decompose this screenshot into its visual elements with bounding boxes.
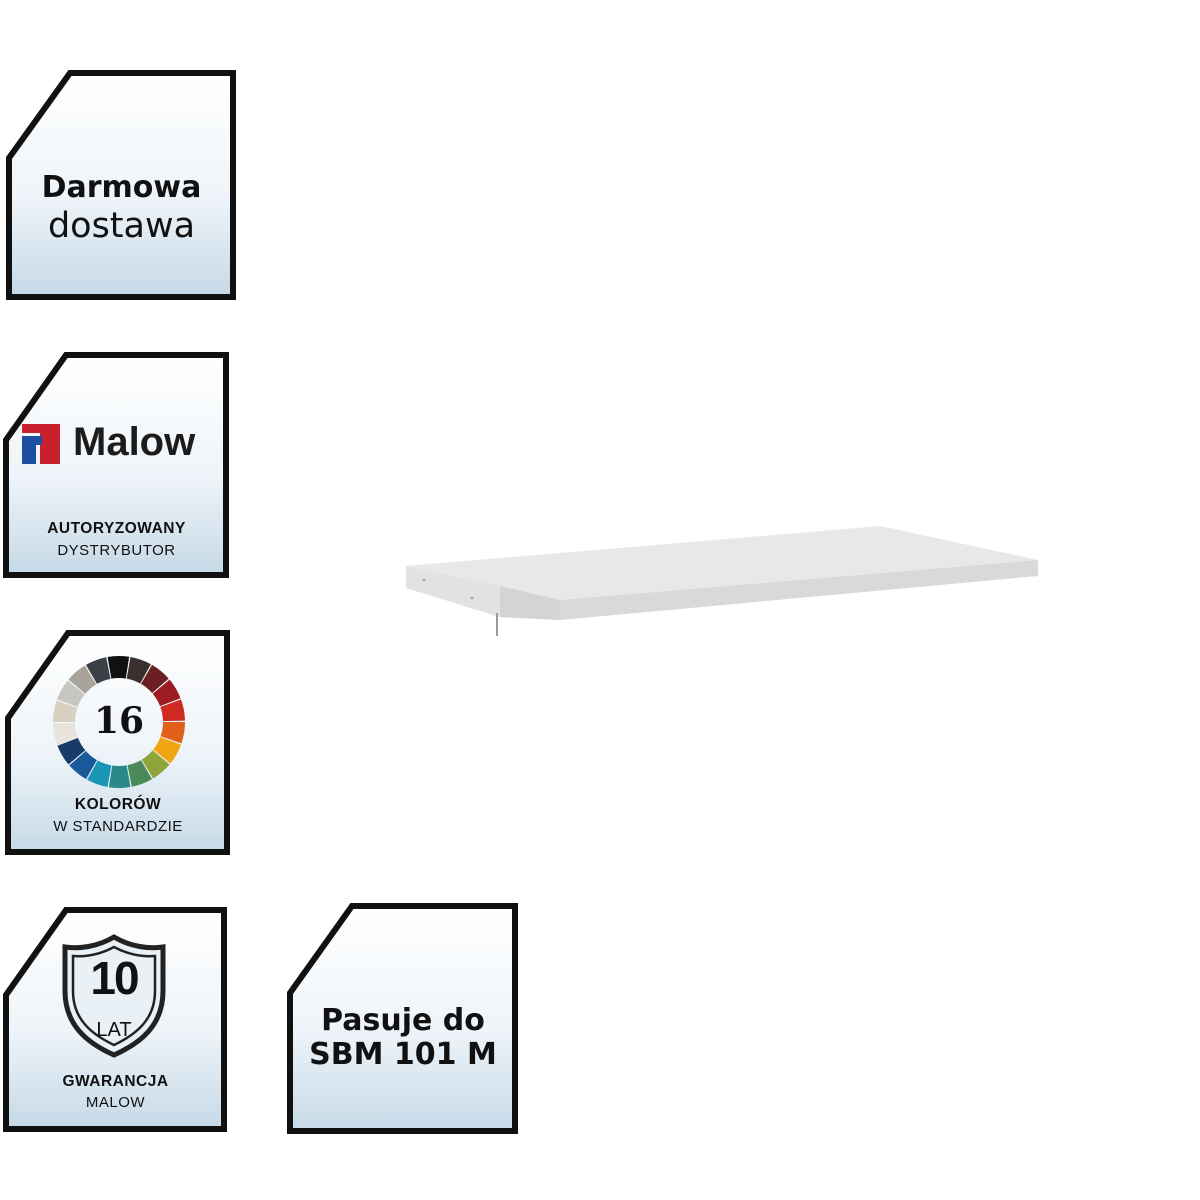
warranty-line2: MALOW <box>85 1094 146 1111</box>
distributor-line2: DYSTRYBUTOR <box>57 542 176 559</box>
compatible-line1: Pasuje do <box>321 1003 485 1038</box>
color-swatch <box>87 760 112 787</box>
color-swatch <box>126 657 151 684</box>
delivery-line1: Darmowa <box>41 170 202 205</box>
warranty-line1: GWARANCJA <box>62 1073 169 1090</box>
distributor-line1: AUTORYZOWANY <box>47 520 186 537</box>
color-swatch <box>68 665 97 694</box>
badge-compatible: Pasuje do SBM 101 M <box>287 903 519 1135</box>
color-swatch <box>53 700 78 722</box>
colors-line2: W STANDARDZIE <box>53 818 183 835</box>
color-swatch <box>160 722 185 744</box>
color-wheel-icon <box>53 656 185 788</box>
color-swatch <box>152 679 181 707</box>
malow-logo-icon <box>22 424 60 464</box>
color-swatch <box>53 722 78 745</box>
badge-frame <box>287 903 518 1134</box>
color-swatch <box>153 737 182 764</box>
color-swatch <box>107 656 130 679</box>
badge-frame <box>3 352 229 578</box>
warranty-years: 10 <box>90 952 139 1004</box>
color-swatch <box>69 750 97 780</box>
color-swatch <box>56 680 85 707</box>
badge-frame <box>6 70 236 300</box>
malow-brand: Malow <box>73 420 196 464</box>
compatible-line2: SBM 101 M <box>309 1037 497 1072</box>
color-swatch <box>86 657 111 684</box>
delivery-line2: dostawa <box>47 206 196 246</box>
colors-count: 16 <box>93 700 145 742</box>
shield-icon <box>62 934 166 1058</box>
shelf-corner-face <box>500 586 560 620</box>
color-swatch <box>57 737 86 765</box>
color-swatch <box>127 760 152 787</box>
shelf-top-surface <box>406 526 1038 600</box>
badge-warranty: 10 LAT GWARANCJA MALOW <box>3 907 228 1133</box>
product-shelf-image <box>406 526 1038 636</box>
shelf-hole <box>422 578 426 582</box>
shelf-front-face <box>560 560 1038 620</box>
shelf-left-front <box>406 566 500 617</box>
badge-authorized-distributor: Malow AUTORYZOWANY DYSTRYBUTOR <box>3 352 230 579</box>
badge-free-delivery: Darmowa dostawa <box>6 70 237 301</box>
color-swatch <box>160 699 185 722</box>
warranty-unit: LAT <box>96 1019 132 1041</box>
badge-16-colors: 16 KOLORÓW W STANDARDZIE <box>5 630 231 856</box>
shelf-hole <box>470 596 474 600</box>
color-swatch <box>141 664 169 694</box>
color-swatch <box>141 750 170 779</box>
colors-line1: KOLORÓW <box>74 796 162 813</box>
color-swatch <box>108 765 131 788</box>
